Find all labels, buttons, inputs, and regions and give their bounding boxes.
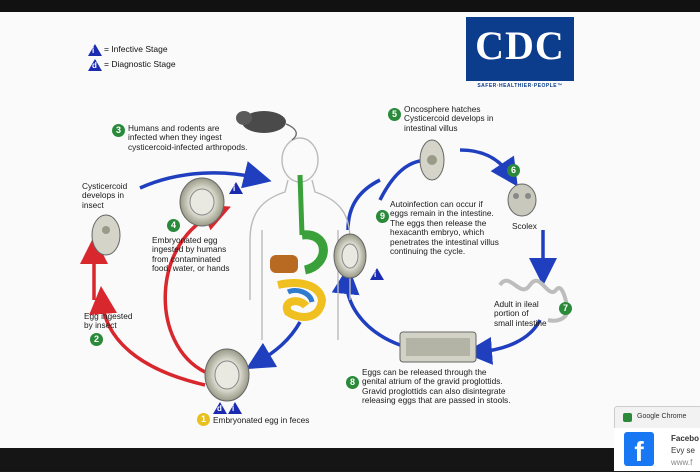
diagnostic-badge-feces: d <box>213 402 227 414</box>
step-badge-5: 5 <box>388 108 401 121</box>
step-label-4: Embryonated egg ingested by humans from … <box>152 235 230 274</box>
egg-in-feces <box>204 348 250 402</box>
step-badge-2: 2 <box>90 333 103 346</box>
step-badge-4: 4 <box>167 219 180 232</box>
egg-embryonated-insect <box>179 177 225 227</box>
facebook-tile[interactable]: f Facebo Evy se www.f <box>614 428 700 471</box>
step-label-6: Scolex <box>512 221 537 231</box>
rat-image <box>236 111 297 141</box>
step-badge-3: 3 <box>112 124 125 137</box>
step-badge-9: 9 <box>376 210 389 223</box>
cysticercoid <box>91 214 121 256</box>
small-intestine <box>286 287 315 303</box>
cdc-tagline: SAFER·HEALTHIER·PEOPLE™ <box>477 83 563 89</box>
proglottid-eggs <box>406 338 470 356</box>
stomach <box>301 230 328 275</box>
oncosphere-villus <box>419 139 445 181</box>
red-arrow-egg-to-insect <box>89 286 206 387</box>
blue-arrow-loop-upper <box>346 178 381 231</box>
chrome-popup[interactable]: Google Chrome <box>614 406 700 430</box>
scolex <box>507 183 537 217</box>
cdc-logo: CDC <box>466 17 574 81</box>
diagnostic-letter: d <box>92 61 97 70</box>
step-badge-1: 1 <box>197 413 210 426</box>
egg-autoinfection <box>333 233 367 279</box>
infective-badge-letter: i <box>233 184 236 193</box>
cysticercoid-label: Cysticercoid develops in insect <box>82 181 128 210</box>
legend-diagnostic: = Diagnostic Stage <box>104 59 176 69</box>
step-label-2: Egg ingested by insect <box>84 311 133 331</box>
step-label-5: Oncosphere hatches Cysticercoid develops… <box>404 104 494 133</box>
blue-arrow-egg-to-autoinfection <box>331 266 401 347</box>
step-label-7: Adult in ileal portion of small intestin… <box>494 299 547 328</box>
facebook-url: www.f <box>671 458 693 467</box>
diagnostic-badge-letter: d <box>217 404 222 413</box>
top-dark-bar <box>0 0 700 14</box>
blue-arrow-insect-to-human <box>139 161 272 190</box>
infective-badge-autoinfection: i <box>370 268 384 280</box>
legend-infective: = Infective Stage <box>104 44 168 54</box>
infective-badge-feces: i <box>228 402 242 414</box>
human-figure <box>249 137 351 340</box>
adult-worm <box>498 278 571 323</box>
step-label-1: Embryonated egg in feces <box>213 415 310 425</box>
infective-triangle-icon: i <box>88 44 102 56</box>
bottom-dark-bar <box>0 448 700 471</box>
step-badge-6: 6 <box>507 164 520 177</box>
liver <box>270 255 298 273</box>
step-badge-7: 7 <box>559 302 572 315</box>
infective-badge-letter: i <box>232 404 235 413</box>
infective-badge-insect-egg: i <box>229 182 243 194</box>
blue-arrow-oncosphere-to-scolex <box>459 148 518 187</box>
facebook-subtitle: Evy se <box>671 446 696 455</box>
step-label-8: Eggs can be released through the genital… <box>362 367 511 406</box>
esophagus <box>297 174 305 236</box>
infective-letter: i <box>92 46 95 55</box>
facebook-title: Facebo <box>671 434 700 443</box>
intestine <box>277 279 327 321</box>
facebook-icon: f <box>624 432 654 467</box>
chrome-label: Google Chrome <box>637 413 687 420</box>
cdc-logo-text: CDC <box>475 23 565 68</box>
step-label-9: Autoinfection can occur if eggs remain i… <box>390 199 499 257</box>
diagnostic-triangle-icon: d <box>88 59 102 71</box>
blue-arrow-human-to-feces <box>245 321 302 370</box>
step-badge-8: 8 <box>346 376 359 389</box>
infective-badge-letter: i <box>374 270 377 279</box>
blue-arrow-adult-to-eggs <box>464 319 542 365</box>
red-arrow-egg-to-human <box>163 204 231 374</box>
step-label-3: Humans and rodents are infected when the… <box>128 123 248 152</box>
chrome-icon <box>623 413 632 422</box>
